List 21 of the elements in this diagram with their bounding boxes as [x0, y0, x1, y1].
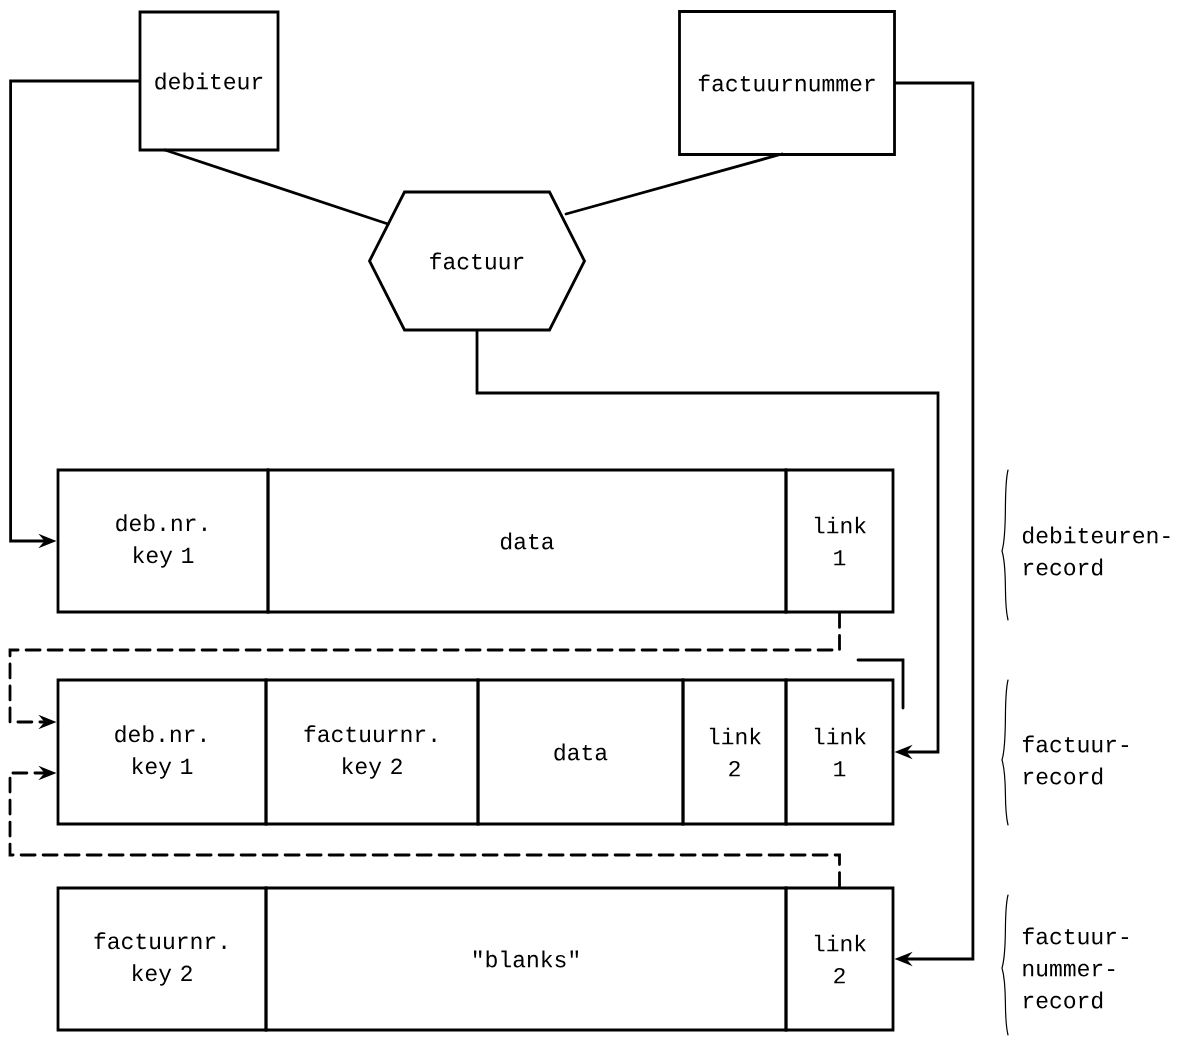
- record-cell: data: [476, 678, 685, 826]
- record-cell: factuurnr. key 2: [264, 678, 480, 826]
- connector: [475, 330, 940, 760]
- record-cell: "blanks": [264, 886, 788, 1032]
- record-cell: factuurnr. key 2: [56, 886, 268, 1032]
- record-cell: link 2: [681, 678, 788, 826]
- record-cell: deb.nr. key 1: [56, 678, 268, 826]
- connector: [8, 765, 841, 888]
- record-label: factuur-nummer-record: [1022, 927, 1129, 1009]
- connector: [564, 152, 784, 216]
- record-cell: link 1: [784, 678, 895, 826]
- record-label: debiteuren-record: [1022, 526, 1170, 576]
- connector: [163, 148, 390, 226]
- record-label: factuur-record: [1022, 735, 1129, 785]
- entity-box: factuurnummer: [678, 10, 896, 156]
- record-cell: data: [266, 468, 788, 614]
- entity-box: debiteur: [138, 10, 280, 152]
- record-cell: link 1: [784, 468, 895, 614]
- record-cell: deb.nr. key 1: [56, 468, 270, 614]
- connector: [894, 81, 975, 967]
- record-cell: link 2: [784, 886, 895, 1032]
